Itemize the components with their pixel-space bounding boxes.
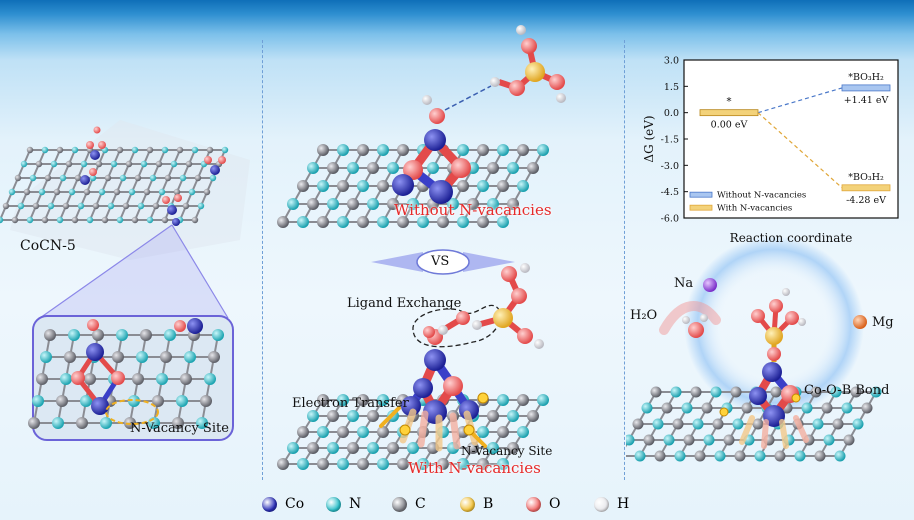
top-co-cluster bbox=[392, 95, 471, 204]
top-hbond-dashes bbox=[444, 85, 492, 111]
start-value-label: 0.00 eV bbox=[711, 120, 748, 131]
left-vacancy-label: N-Vacancy Site bbox=[130, 421, 229, 436]
water-molecule bbox=[682, 314, 708, 338]
y-axis-label: ΔG (eV) bbox=[642, 115, 656, 162]
legend-n-label: N bbox=[349, 496, 362, 512]
vs-label: VS bbox=[431, 254, 450, 269]
inset-co-cluster bbox=[71, 318, 203, 415]
na-ion bbox=[703, 278, 717, 292]
bottom-bo3h2-molecule bbox=[423, 263, 544, 349]
x-axis-label: Reaction coordinate bbox=[730, 231, 853, 245]
end-value-label: +1.41 eV bbox=[844, 95, 889, 106]
water-motion-trail bbox=[659, 301, 721, 335]
zoom-lines bbox=[39, 224, 229, 319]
mg-ion bbox=[853, 315, 867, 329]
co-o-b-bond-label: Co-O-B Bond bbox=[804, 383, 890, 398]
na-label: Na bbox=[674, 276, 694, 291]
legend-c-label: C bbox=[415, 496, 426, 512]
legend-n: N bbox=[326, 496, 361, 512]
start-level-bar bbox=[699, 109, 759, 117]
legend-co: Co bbox=[262, 496, 304, 512]
y-tick-label: -3.0 bbox=[661, 161, 679, 172]
vs-arrow-right bbox=[463, 252, 515, 272]
chart-legend-swatch bbox=[689, 191, 713, 198]
legend-b: B bbox=[460, 496, 493, 512]
right-bo3h2-molecule bbox=[751, 288, 806, 345]
cocn-sheet-illustration bbox=[0, 120, 250, 441]
water-label: H₂O bbox=[630, 308, 658, 323]
connector-with bbox=[757, 112, 843, 189]
vs-arrow-left bbox=[371, 252, 423, 272]
middle-vacancy-label: N-Vacancy Site bbox=[461, 444, 553, 458]
without-vacancies-title: Without N-vacancies bbox=[394, 201, 552, 219]
legend-c-swatch bbox=[392, 496, 407, 512]
right-co-cluster bbox=[749, 336, 799, 427]
legend-o-label: O bbox=[549, 496, 561, 512]
legend-co-swatch bbox=[262, 496, 277, 512]
co-cluster-right bbox=[204, 156, 226, 175]
electron-markers bbox=[399, 392, 489, 436]
y-tick-label: -1.5 bbox=[661, 135, 679, 146]
y-tick-label: 1.5 bbox=[664, 82, 679, 93]
mg-label: Mg bbox=[872, 315, 894, 330]
right-panel: Na H₂O Mg Co-O-B Bond bbox=[614, 0, 914, 494]
vs-badge bbox=[416, 249, 470, 275]
top-sheet-atoms bbox=[277, 144, 549, 228]
end-value-label: -4.28 eV bbox=[846, 195, 886, 206]
chart-legend-label: With N-vacancies bbox=[717, 204, 792, 214]
end-level-bar-without bbox=[841, 84, 891, 92]
end-level-bar-with bbox=[841, 184, 891, 192]
legend-n-swatch bbox=[326, 496, 341, 512]
electron-transfer-label: Electron Transfer bbox=[292, 396, 409, 411]
energy-chart-svg: 3.0 1.5 0.0 -1.5 -3.0 -4.5 -6.0 ΔG (eV) Reaction… bbox=[642, 56, 899, 245]
right-electron-streaks bbox=[719, 393, 809, 449]
co-cluster-center bbox=[162, 194, 182, 226]
with-vacancies-title: With N-vacancies bbox=[408, 459, 541, 477]
y-tick-label: -4.5 bbox=[661, 187, 679, 198]
legend-h-swatch bbox=[594, 496, 609, 512]
middle-panel: Without N-vacancies VS Ligand Exchange E… bbox=[263, 0, 623, 494]
catalyst-label: CoCN-5 bbox=[20, 238, 76, 254]
ligand-exchange-outline bbox=[412, 304, 502, 348]
legend-b-swatch bbox=[460, 496, 475, 512]
legend-o: O bbox=[526, 496, 560, 512]
legend-h-label: H bbox=[617, 496, 630, 512]
top-bo3h2-molecule bbox=[490, 25, 566, 103]
ligand-exchange-label: Ligand Exchange bbox=[347, 296, 462, 311]
left-panel: CoCN-5 N-Vacancy Site bbox=[0, 0, 262, 494]
co-cluster-left bbox=[80, 126, 106, 185]
legend-co-label: Co bbox=[285, 496, 305, 512]
legend-b-label: B bbox=[483, 496, 494, 512]
separator-left-middle bbox=[262, 40, 263, 480]
separator-middle-right bbox=[624, 40, 625, 480]
chart-legend-label: Without N-vacancies bbox=[717, 191, 806, 201]
middle-illustration bbox=[277, 25, 566, 470]
end-state-label: *BO₃H₂ bbox=[848, 72, 884, 83]
y-tick-label: 3.0 bbox=[664, 56, 679, 67]
element-legend: Co N C B O H bbox=[0, 494, 914, 520]
zoom-fan bbox=[40, 225, 228, 318]
y-tick-label: -6.0 bbox=[661, 214, 679, 225]
right-illustration bbox=[614, 236, 882, 462]
energy-chart: 3.0 1.5 0.0 -1.5 -3.0 -4.5 -6.0 ΔG (eV) Reaction… bbox=[636, 42, 906, 252]
y-tick-label: 0.0 bbox=[664, 108, 679, 119]
chart-legend-swatch bbox=[689, 204, 713, 211]
connector-without bbox=[757, 87, 843, 114]
legend-h: H bbox=[594, 496, 629, 512]
vacancy-marker bbox=[105, 399, 159, 425]
legend-c: C bbox=[392, 496, 426, 512]
start-state-label: * bbox=[727, 97, 732, 108]
legend-o-swatch bbox=[526, 496, 541, 512]
end-state-label: *BO₃H₂ bbox=[848, 172, 884, 183]
